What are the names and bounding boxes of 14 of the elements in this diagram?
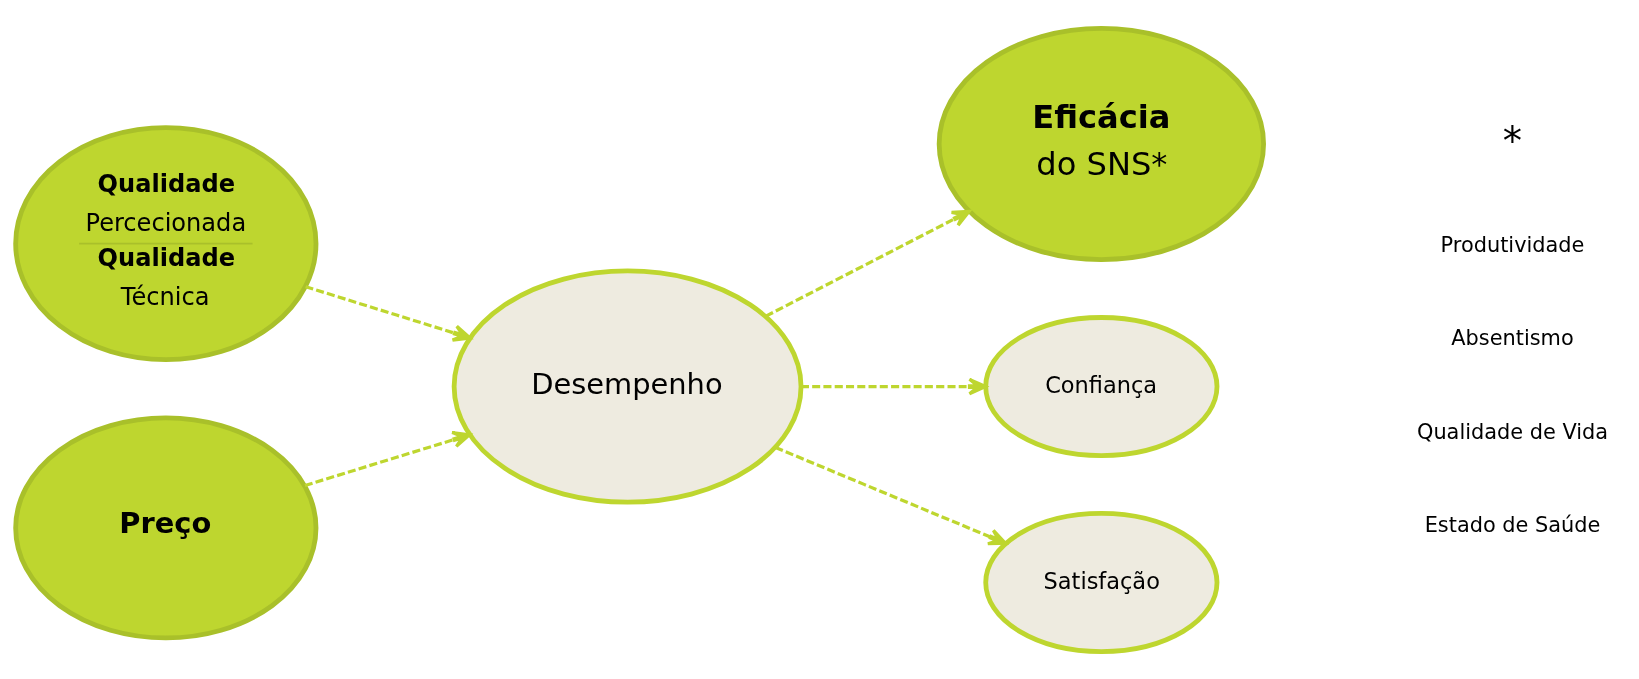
- label: *: [1502, 117, 1523, 163]
- arrow: [765, 209, 971, 318]
- node-ellipse: Qualidade Percecionada Qualidade Técnica: [13, 124, 319, 362]
- label: Produtividade: [1440, 232, 1585, 257]
- label: Absentismo: [1451, 325, 1574, 350]
- arrow: [801, 377, 988, 395]
- arrow: [305, 284, 472, 342]
- node-ellipse: Preço: [13, 414, 319, 640]
- arrow: [774, 445, 1008, 545]
- node-ellipse: Confiança: [983, 314, 1220, 458]
- label: Estado de Saúde: [1424, 512, 1601, 537]
- label: Qualidade de Vida: [1416, 419, 1609, 444]
- arrow: [304, 430, 472, 487]
- node-ellipse: Eficácia do SNS*: [936, 25, 1266, 262]
